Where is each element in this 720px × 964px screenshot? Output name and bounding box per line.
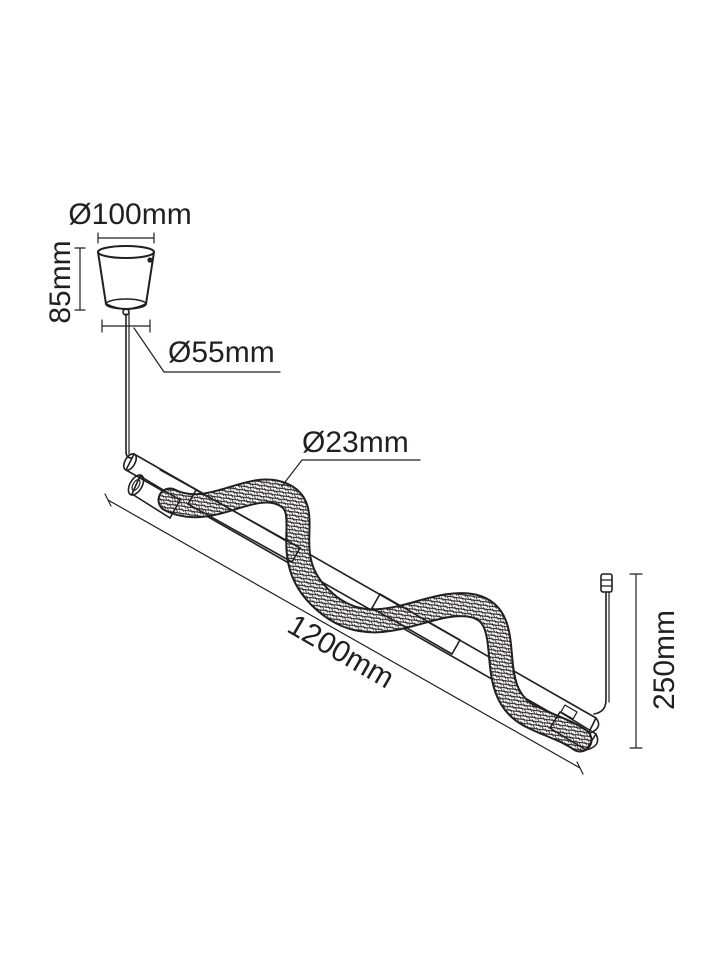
dim-tube-diameter: Ø23mm bbox=[281, 426, 421, 487]
bar-left-end bbox=[122, 453, 138, 471]
dim-canopy-top-diameter: Ø100mm bbox=[68, 198, 192, 244]
canopy-body bbox=[97, 251, 155, 310]
tube-diameter-label: Ø23mm bbox=[302, 426, 409, 459]
braided-tube-fill bbox=[159, 480, 591, 751]
dim-length: 1200mm bbox=[104, 493, 584, 775]
left-cable bbox=[125, 313, 133, 459]
canopy-height-label: 85mm bbox=[44, 240, 77, 323]
canopy-bottom-diameter-label: Ø55mm bbox=[168, 336, 275, 369]
bar-right-end bbox=[587, 717, 600, 735]
dim-canopy-bottom-diameter: Ø55mm bbox=[101, 319, 281, 373]
bar-front-segment bbox=[187, 489, 301, 563]
canopy-screw bbox=[147, 257, 153, 263]
dim-canopy-height: 85mm bbox=[44, 240, 86, 324]
drop-height-label: 250mm bbox=[648, 610, 681, 710]
dim-drop-height: 250mm bbox=[629, 573, 681, 749]
suspension-cables bbox=[125, 313, 613, 715]
right-cable bbox=[593, 591, 607, 715]
braided-tube bbox=[157, 478, 593, 753]
right-cable-gripper bbox=[600, 573, 613, 593]
left-end-cylinder bbox=[131, 475, 181, 519]
bar-front-segment-2 bbox=[371, 593, 461, 655]
canopy-top-diameter-label: Ø100mm bbox=[68, 198, 191, 231]
canopy bbox=[97, 245, 155, 316]
canopy-bottom bbox=[105, 298, 147, 310]
canopy-top bbox=[97, 245, 155, 259]
end-cylinders bbox=[127, 474, 599, 751]
